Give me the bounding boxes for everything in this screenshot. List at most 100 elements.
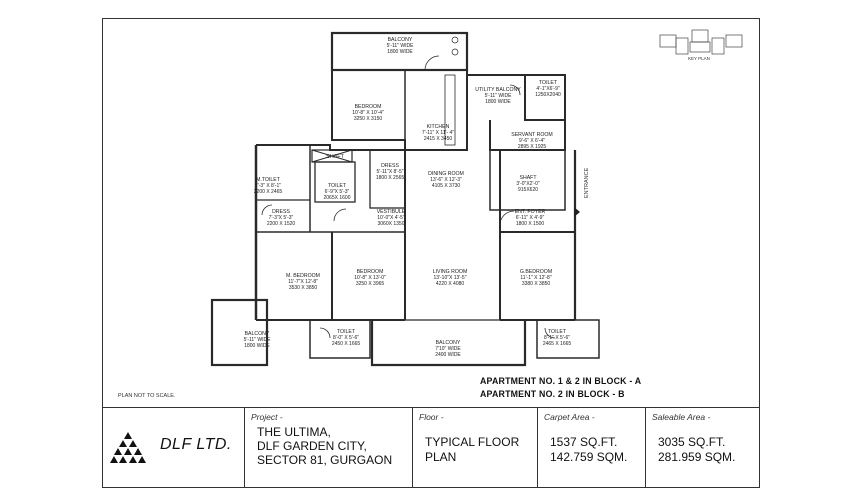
room-dim: 7'-3"X 5'-3": [269, 215, 294, 221]
room-name: TOILET: [539, 80, 558, 86]
room-name: SHAFT: [519, 175, 537, 181]
upper-wall: [331, 70, 468, 151]
saleable-sqft: 3035 SQ.FT.: [658, 435, 726, 449]
room-dim: 3'-0"X2'-0": [516, 181, 539, 187]
room-metric: 2400 WIDE: [435, 352, 461, 358]
floor-line-2: PLAN: [425, 450, 457, 464]
room-dim: 7'10" WIDE: [435, 346, 461, 352]
room-metric: 3380 X 3850: [522, 281, 551, 287]
carpet-area-cell: Carpet Area - 1537 SQ.FT. 142.759 SQM.: [537, 408, 645, 487]
scale-note: PLAN NOT TO SCALE.: [118, 393, 176, 399]
dlf-logo-icon: [110, 432, 146, 463]
project-line-1: THE ULTIMA,: [257, 425, 331, 439]
room-dim: 11'-7"X 12'-8": [288, 279, 318, 285]
room-metric: 3060X 1350: [378, 221, 405, 227]
apartment-line-1: APARTMENT NO. 1 & 2 IN BLOCK - A: [480, 376, 642, 386]
room-metric: 3250 X 3965: [356, 281, 385, 287]
drawing-sheet: [102, 18, 760, 488]
room-name: DINING ROOM: [428, 171, 464, 177]
room-metric: 2450 X 1665: [332, 341, 361, 347]
room-name: G.BEDROOM: [520, 269, 552, 275]
room-metric: 1800 X 2565: [376, 175, 405, 181]
room-dim: 6'-9"X 5'-3": [325, 189, 350, 195]
project-caption: Project -: [251, 412, 283, 422]
room-metric: 1800 WIDE: [244, 343, 270, 349]
carpet-sqm: 142.759 SQM.: [550, 450, 628, 464]
room-dim: 9'-6" X 6'-4": [519, 138, 545, 144]
utility-wall: [467, 74, 566, 121]
room-metric: 1250X2040: [535, 92, 561, 98]
room-metric: 2200 X 2465: [254, 189, 283, 195]
room-name: TOILET: [337, 329, 356, 335]
room-metric: 2065X 1600: [324, 195, 351, 201]
room-metric: 3530 X 3850: [289, 285, 318, 291]
room-metric: 2415 X 3450: [424, 136, 453, 142]
room-dim: 6'-11" X 4'-9": [516, 215, 545, 221]
room-name: BALCONY: [245, 331, 270, 337]
room-metric: 4105 X 3730: [432, 183, 461, 189]
room-name: BALCONY: [388, 37, 413, 43]
room-dim: 11'-1" X 12'-8": [520, 275, 551, 281]
room-metric: 2465 X 1665: [543, 341, 572, 347]
room-name: BEDROOM: [355, 104, 382, 110]
room-dim: 13'-10"X 13'-5": [434, 275, 467, 281]
room-dim: 5'-11" WIDE: [485, 93, 512, 99]
saleable-area-cell: Saleable Area - 3035 SQ.FT. 281.959 SQM.: [645, 408, 760, 487]
carpet-sqft: 1537 SQ.FT.: [550, 435, 618, 449]
logo-cell: DLF LTD.: [102, 408, 244, 489]
company-name: DLF LTD.: [160, 436, 232, 453]
room-dim: 5'-11"X 8'-5": [376, 169, 403, 175]
entrance-arrow-icon: [574, 207, 580, 217]
room-name: BEDROOM: [357, 269, 384, 275]
project-cell: Project - THE ULTIMA, DLF GARDEN CITY, S…: [244, 408, 412, 487]
room-metric: 1800 WIDE: [485, 99, 511, 105]
project-line-2: DLF GARDEN CITY,: [257, 439, 367, 453]
saleable-sqm: 281.959 SQM.: [658, 450, 736, 464]
apartment-line-2: APARTMENT NO. 2 IN BLOCK - B: [480, 389, 625, 399]
room-dim: 4'-1"X6'-9": [536, 86, 559, 92]
left-wall: [256, 144, 405, 151]
room-metric: 1800 WIDE: [387, 49, 413, 55]
room-name: LIVING ROOM: [433, 269, 468, 275]
room-name: SERVANT ROOM: [511, 132, 553, 138]
room-dim: 7'-3" X 8'-1": [255, 183, 281, 189]
carpet-caption: Carpet Area -: [544, 412, 595, 422]
key-plan-thumbnail: [659, 29, 743, 55]
room-metric: 2895 X 1925: [518, 144, 547, 150]
room-name: KITCHEN: [427, 124, 450, 130]
room-name: DRESS: [272, 209, 290, 215]
room-name: DRESS: [381, 163, 399, 169]
room-name: ENT. FOYER: [515, 209, 546, 215]
project-line-3: SECTOR 81, GURGAON: [257, 453, 393, 467]
room-name: TOILET: [328, 183, 347, 189]
room-metric: 3250 X 3150: [354, 116, 383, 122]
shaft-label: SHAFT: [326, 154, 345, 160]
room-name: VESTIBULE: [377, 209, 406, 215]
left-balcony-outline: [210, 298, 269, 367]
room-dim: 7'-11" X 11'- 4": [422, 130, 454, 136]
saleable-caption: Saleable Area -: [652, 412, 711, 422]
room-dim: 10'-8" X 13'-0": [354, 275, 386, 281]
entrance-label: ENTRANCE: [584, 167, 590, 198]
room-metric: 4220 X 4080: [436, 281, 465, 287]
room-metric: 915X620: [518, 187, 538, 193]
